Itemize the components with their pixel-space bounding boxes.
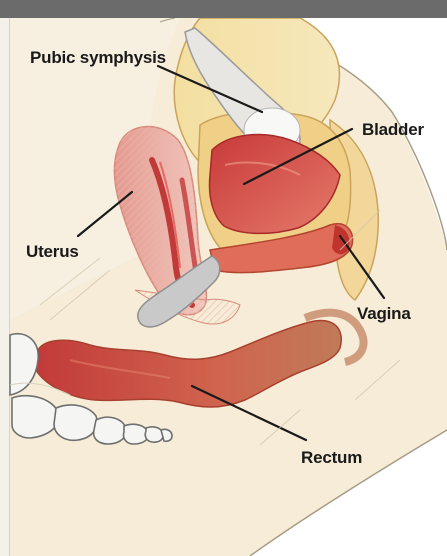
label-bladder: Bladder <box>362 120 424 140</box>
label-pubic-symphysis: Pubic symphysis <box>30 48 166 68</box>
label-rectum: Rectum <box>301 448 362 468</box>
header-band <box>0 0 447 18</box>
pelvic-anatomy-diagram <box>0 18 447 556</box>
left-border-strip <box>0 18 10 556</box>
label-vagina: Vagina <box>357 304 411 324</box>
label-uterus: Uterus <box>26 242 79 262</box>
